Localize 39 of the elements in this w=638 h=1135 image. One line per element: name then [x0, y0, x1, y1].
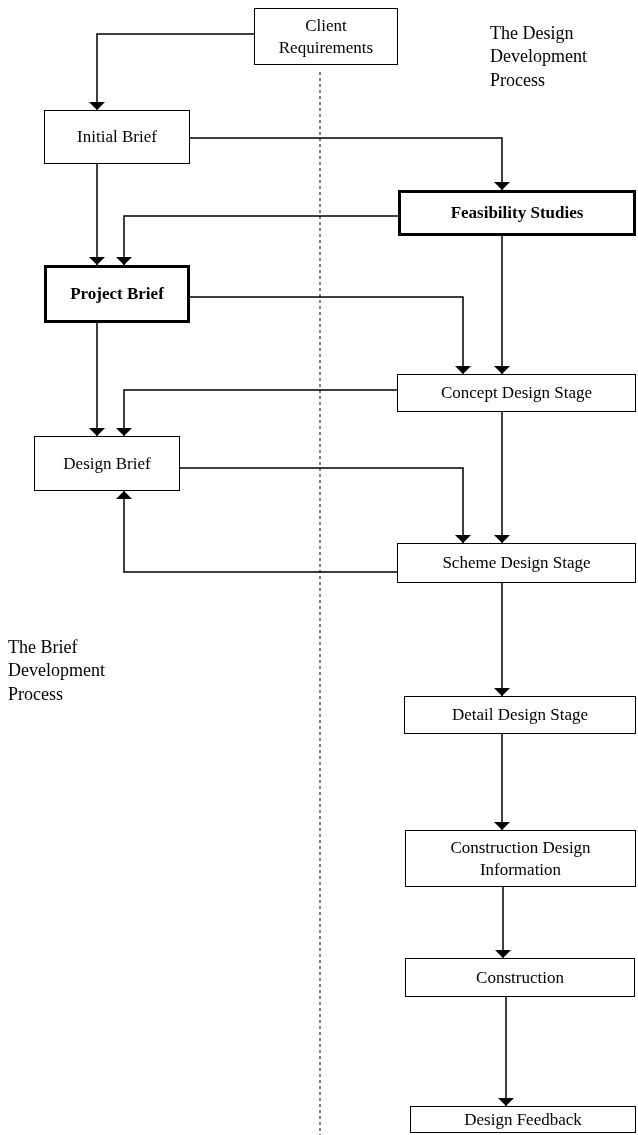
- arrow: [189, 137, 510, 191]
- process-box: [404, 696, 636, 734]
- box-text: Construction Design Information: [449, 837, 592, 880]
- process-box: [410, 1106, 636, 1133]
- arrow: [494, 411, 510, 544]
- box-text: Project Brief: [70, 283, 164, 305]
- arrow: [89, 163, 105, 266]
- box-text: Construction: [476, 966, 564, 989]
- box-text: Client Requirements: [277, 15, 375, 58]
- process-box: [405, 958, 635, 997]
- process-box: [44, 265, 190, 323]
- box-text: Design Feedback: [464, 1108, 582, 1131]
- arrow: [494, 733, 510, 831]
- process-box: [398, 190, 636, 236]
- process-box: [397, 374, 636, 412]
- arrow: [116, 215, 399, 266]
- arrow: [495, 886, 511, 959]
- arrow: [189, 296, 471, 375]
- process-box: [254, 8, 398, 65]
- arrow: [179, 467, 471, 544]
- arrow: [89, 322, 105, 437]
- arrow: [116, 389, 398, 437]
- process-box: [44, 110, 190, 164]
- process-box: [34, 436, 180, 491]
- box-text: Design Brief: [63, 452, 151, 475]
- box-text: Concept Design Stage: [440, 382, 593, 404]
- box-text: Feasibility Studies: [450, 202, 584, 224]
- arrow: [89, 33, 255, 111]
- process-box: [397, 543, 636, 583]
- box-text: Scheme Design Stage: [442, 552, 591, 574]
- section-label: The Brief Development Process: [8, 636, 106, 706]
- arrow: [116, 490, 398, 573]
- arrow: [498, 996, 514, 1107]
- box-text: Detail Design Stage: [452, 704, 588, 726]
- process-box: [405, 830, 636, 887]
- section-label: The Design Development Process: [490, 22, 588, 92]
- arrow: [494, 582, 510, 697]
- arrow: [494, 235, 510, 375]
- box-text: Initial Brief: [77, 126, 157, 148]
